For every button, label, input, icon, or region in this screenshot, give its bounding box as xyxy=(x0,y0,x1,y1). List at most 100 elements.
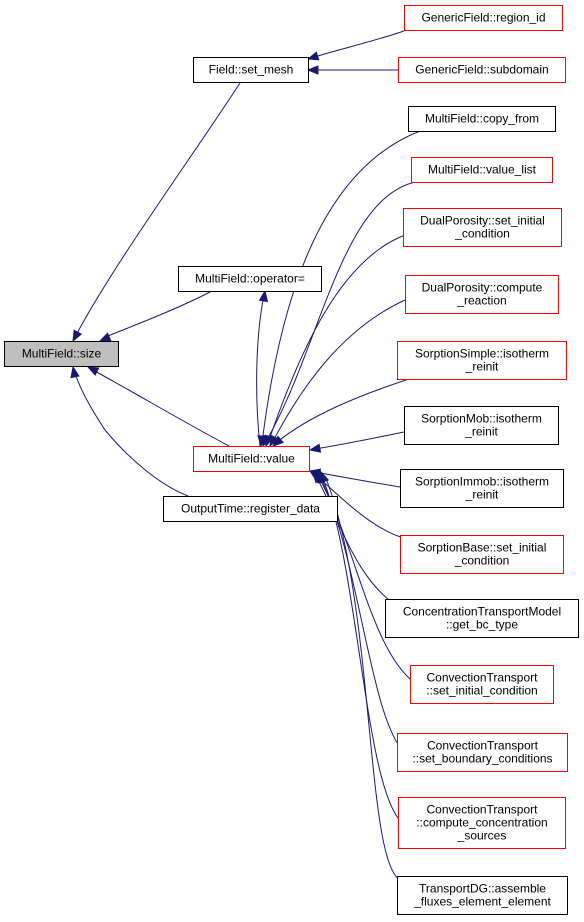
node-label: MultiField::copy_from xyxy=(425,112,539,126)
node-box xyxy=(193,57,309,83)
node-label: MultiField::size xyxy=(22,347,102,361)
node-label: _reinit xyxy=(465,488,499,502)
node-box xyxy=(411,157,553,183)
node-label: SorptionSimple::isotherm xyxy=(415,347,549,361)
node-box xyxy=(400,469,564,508)
node-size[interactable]: MultiField::size xyxy=(4,341,119,367)
node-label: _reinit xyxy=(464,425,498,439)
arrow-head-icon xyxy=(306,65,319,75)
node-label: DualPorosity::compute xyxy=(422,281,543,295)
node-label: ::set_boundary_conditions xyxy=(412,752,552,766)
arrow-head-icon xyxy=(98,332,112,342)
edge-line xyxy=(73,369,189,497)
edge-register-to-size xyxy=(70,365,189,497)
node-label: ::set_initial_condition xyxy=(426,684,537,698)
node-ctm[interactable]: ConcentrationTransportModel::get_bc_type xyxy=(385,599,579,638)
node-label: ConvectionTransport xyxy=(427,739,539,753)
node-label: SorptionImmob::isotherm xyxy=(415,475,549,489)
node-label: ConvectionTransport xyxy=(427,671,539,685)
arrow-head-icon xyxy=(271,435,285,447)
edge-ct_ccs-to-value xyxy=(318,470,406,826)
node-label: GenericField::region_id xyxy=(421,11,545,25)
edge-line xyxy=(315,475,401,609)
node-ct-sbc[interactable]: ConvectionTransport::set_boundary_condit… xyxy=(397,733,568,772)
edge-line xyxy=(321,475,406,826)
edge-set_mesh-to-size xyxy=(72,82,241,343)
node-box xyxy=(397,733,568,772)
node-box xyxy=(178,266,322,292)
edge-value-to-size xyxy=(86,366,230,447)
edge-line xyxy=(314,431,405,450)
node-si-ir[interactable]: SorptionImmob::isotherm_reinit xyxy=(400,469,564,508)
node-label: MultiField::value xyxy=(208,452,295,466)
edge-line xyxy=(324,475,401,881)
node-sm-ir[interactable]: SorptionMob::isotherm_reinit xyxy=(404,406,559,445)
node-dp-cr[interactable]: DualPorosity::compute_reaction xyxy=(405,275,559,314)
node-label: _sources xyxy=(457,829,507,843)
node-ct-ccs[interactable]: ConvectionTransport::compute_concentrati… xyxy=(398,797,566,849)
node-label: ConvectionTransport xyxy=(427,803,539,817)
node-label: _fluxes_element_element xyxy=(413,895,551,909)
arrow-head-icon xyxy=(258,289,269,303)
edge-line xyxy=(90,368,230,447)
node-label: ConcentrationTransportModel xyxy=(403,605,561,619)
node-set-mesh[interactable]: Field::set_mesh xyxy=(193,57,309,83)
node-layer: MultiField::size Field::set_meshMultiFiel… xyxy=(4,5,579,915)
node-subdomain[interactable]: GenericField::subdomain xyxy=(398,57,566,83)
edge-line xyxy=(256,294,265,447)
edge-value_list-to-value xyxy=(262,181,416,448)
node-label: ::compute_concentration xyxy=(416,816,547,830)
node-label: SorptionBase::set_initial xyxy=(418,541,547,555)
node-register[interactable]: OutputTime::register_data xyxy=(163,496,338,522)
edge-line xyxy=(314,471,401,488)
node-sb-sic[interactable]: SorptionBase::set_initial_condition xyxy=(400,535,564,574)
edge-line xyxy=(102,291,211,339)
node-label: _reinit xyxy=(465,360,499,374)
node-region-id[interactable]: GenericField::region_id xyxy=(404,5,563,31)
edge-line xyxy=(264,181,416,444)
node-box xyxy=(400,535,564,574)
node-value-list[interactable]: MultiField::value_list xyxy=(411,157,553,183)
edge-subdomain-to-set_mesh xyxy=(306,65,398,75)
node-box xyxy=(397,341,567,380)
edge-dp_cr-to-value xyxy=(269,299,406,448)
node-box xyxy=(385,599,579,638)
edge-line xyxy=(74,82,241,338)
node-box xyxy=(405,275,559,314)
edge-sm_ir-to-value xyxy=(308,431,405,453)
node-label: SorptionMob::isotherm xyxy=(421,412,542,426)
edge-region_id-to-set_mesh xyxy=(306,30,405,61)
node-box xyxy=(403,208,562,247)
node-value[interactable]: MultiField::value xyxy=(193,446,310,472)
node-ct-sic[interactable]: ConvectionTransport::set_initial_conditi… xyxy=(410,665,554,704)
node-box xyxy=(4,341,119,367)
node-box xyxy=(397,876,568,915)
node-label: MultiField::value_list xyxy=(428,163,537,177)
edge-ss_ir-to-value xyxy=(271,377,413,447)
edge-line xyxy=(271,299,406,444)
node-copy-from[interactable]: MultiField::copy_from xyxy=(408,106,556,132)
node-label: ::get_bc_type xyxy=(446,618,518,632)
node-box xyxy=(398,797,566,849)
node-dp-sic[interactable]: DualPorosity::set_initial_condition xyxy=(403,208,562,247)
arrow-head-icon xyxy=(70,365,80,379)
node-box xyxy=(404,5,563,31)
node-label: MultiField::operator= xyxy=(195,272,305,286)
node-ss-ir[interactable]: SorptionSimple::isotherm_reinit xyxy=(397,341,567,380)
edge-value-to-op_eq xyxy=(256,289,269,447)
node-op-eq[interactable]: MultiField::operator= xyxy=(178,266,322,292)
edge-line xyxy=(310,30,405,59)
node-label: _condition xyxy=(454,227,510,241)
node-label: DualPorosity::set_initial xyxy=(420,214,545,228)
arrow-head-icon xyxy=(269,434,279,448)
node-box xyxy=(193,446,310,472)
node-box xyxy=(398,57,566,83)
node-tdg[interactable]: TransportDG::assemble_fluxes_element_ele… xyxy=(397,876,568,915)
arrow-head-icon xyxy=(86,366,100,376)
node-label: TransportDG::assemble xyxy=(419,882,546,896)
arrow-head-icon xyxy=(306,51,320,61)
node-label: GenericField::subdomain xyxy=(415,63,548,77)
arrow-head-icon xyxy=(72,329,83,343)
edge-layer xyxy=(70,30,421,881)
